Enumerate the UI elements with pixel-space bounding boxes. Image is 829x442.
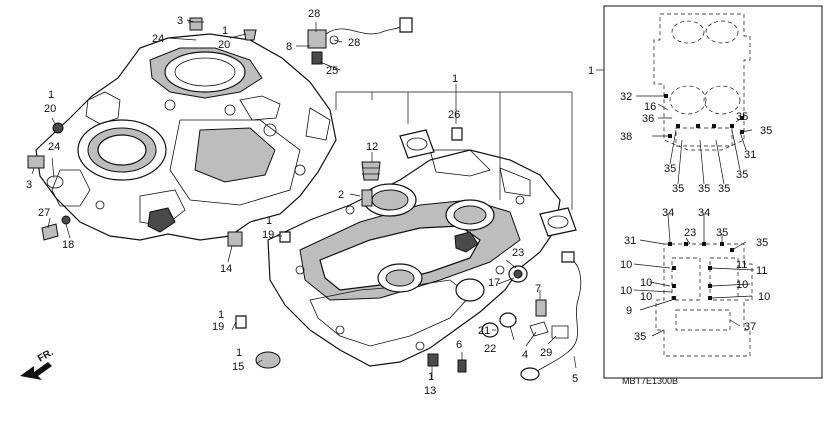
callout-35b: 35 [760, 125, 772, 137]
upper-crankcase [35, 33, 337, 241]
callout-4: 4 [522, 349, 528, 361]
callout-9: 9 [626, 305, 632, 317]
callout-31: 31 [744, 149, 756, 161]
callout-24: 24 [152, 33, 164, 45]
callout-34d: 35 [698, 183, 710, 195]
callout-24b: 24 [48, 141, 60, 153]
callout-22: 22 [484, 343, 496, 355]
lower-small-parts [227, 127, 582, 381]
callout-5: 5 [572, 373, 578, 385]
callout-32: 32 [620, 91, 632, 103]
callout-1-panel: 1 [588, 65, 594, 77]
front-direction-arrow [20, 362, 52, 380]
callout-19: 19 [262, 229, 274, 241]
callout-1: 1 [222, 25, 228, 37]
callout-33a: 34 [662, 207, 674, 219]
callout-2: 2 [338, 189, 344, 201]
callout-11a: 11 [736, 259, 747, 271]
callout-10b: 10 [640, 277, 652, 289]
callout-1d: 1 [266, 215, 272, 227]
leader-lines [31, 19, 577, 380]
callout-10d: 10 [620, 285, 632, 297]
callout-34a: 35 [664, 163, 676, 175]
callout-16: 16 [644, 101, 656, 113]
callout-34c: 35 [672, 183, 684, 195]
callout-15: 15 [232, 361, 244, 373]
callout-3: 3 [177, 15, 183, 27]
callout-26: 26 [448, 109, 460, 121]
callout-14: 14 [220, 263, 232, 275]
callout-3b: 3 [26, 179, 32, 191]
callout-28b: 28 [348, 37, 360, 49]
callout-1c: 1 [452, 73, 458, 85]
callout-36: 36 [642, 113, 654, 125]
callout-34g: 35 [756, 237, 768, 249]
callout-7: 7 [535, 283, 541, 295]
callout-13: 13 [424, 385, 436, 397]
callout-12: 12 [366, 141, 378, 153]
callout-30: 23 [684, 227, 696, 239]
callout-17: 17 [488, 277, 500, 289]
lower-bolt-dots [668, 242, 734, 300]
callout-10a: 10 [620, 259, 632, 271]
callout-25: 25 [326, 65, 338, 77]
callout-21: 21 [478, 325, 490, 337]
callout-11b: 11 [756, 265, 767, 277]
callout-23: 23 [512, 247, 524, 259]
callout-29: 29 [540, 347, 552, 359]
callout-35c: 35 [634, 331, 646, 343]
callout-20b: 20 [44, 103, 56, 115]
callout-20: 20 [218, 39, 230, 51]
callout-19b: 19 [212, 321, 224, 333]
callout-10e: 10 [640, 291, 652, 303]
callout-1b: 1 [48, 89, 54, 101]
callout-38: 38 [620, 131, 632, 143]
front-label: FR. [36, 347, 56, 365]
callout-1f: 1 [236, 347, 242, 359]
callout-18: 18 [62, 239, 74, 251]
callout-37: 37 [744, 321, 756, 333]
callout-10f: 10 [758, 291, 770, 303]
drawing-code: MBT7E1300B [622, 376, 678, 386]
callout-27: 27 [38, 207, 50, 219]
upper-case-outline [636, 13, 753, 185]
lower-crankcase [267, 149, 561, 367]
callout-10c: 10 [736, 279, 748, 291]
lower-case-outline [633, 213, 755, 357]
callout-labels: 3 1 24 20 28 8 28 25 1 20 24 3 27 18 1 2… [26, 8, 772, 397]
callout-34b: 35 [736, 169, 748, 181]
bolt-pattern-panel [596, 5, 823, 379]
callout-8: 8 [286, 41, 292, 53]
upper-small-parts [27, 17, 413, 241]
callout-35: 35 [736, 111, 748, 123]
callout-31b: 31 [624, 235, 636, 247]
callout-34e: 35 [718, 183, 730, 195]
callout-34f: 35 [716, 227, 728, 239]
callout-6: 6 [456, 339, 462, 351]
callout-33b: 34 [698, 207, 710, 219]
callout-1g: 1 [428, 371, 434, 383]
callout-28: 28 [308, 8, 320, 20]
callout-1e: 1 [218, 309, 224, 321]
